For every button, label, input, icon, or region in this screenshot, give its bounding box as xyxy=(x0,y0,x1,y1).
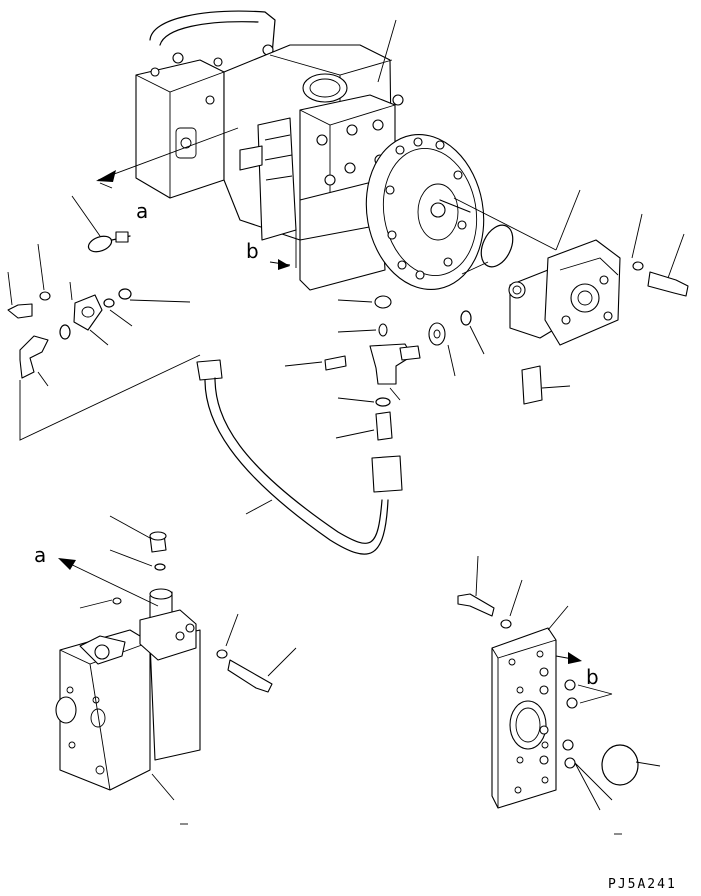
view-letter-a-top: a xyxy=(136,199,148,223)
pipe-line-left xyxy=(19,354,201,441)
drawing-code: PJ5A241 xyxy=(608,877,677,892)
tee-fitting-assembly xyxy=(284,295,456,441)
main-pump-assembly xyxy=(96,10,485,291)
view-letter-a-bottom: a xyxy=(34,543,46,567)
auxiliary-pump xyxy=(453,189,621,405)
view-letter-b-top: b xyxy=(246,239,259,263)
manifold-plate xyxy=(457,555,661,811)
eye-bolt xyxy=(71,195,131,253)
valve-block xyxy=(55,515,297,801)
left-fitting-cluster xyxy=(7,243,191,387)
right-bolt-washer xyxy=(631,213,689,297)
view-letter-b-bottom: b xyxy=(586,665,599,689)
flexible-hose xyxy=(196,359,403,555)
